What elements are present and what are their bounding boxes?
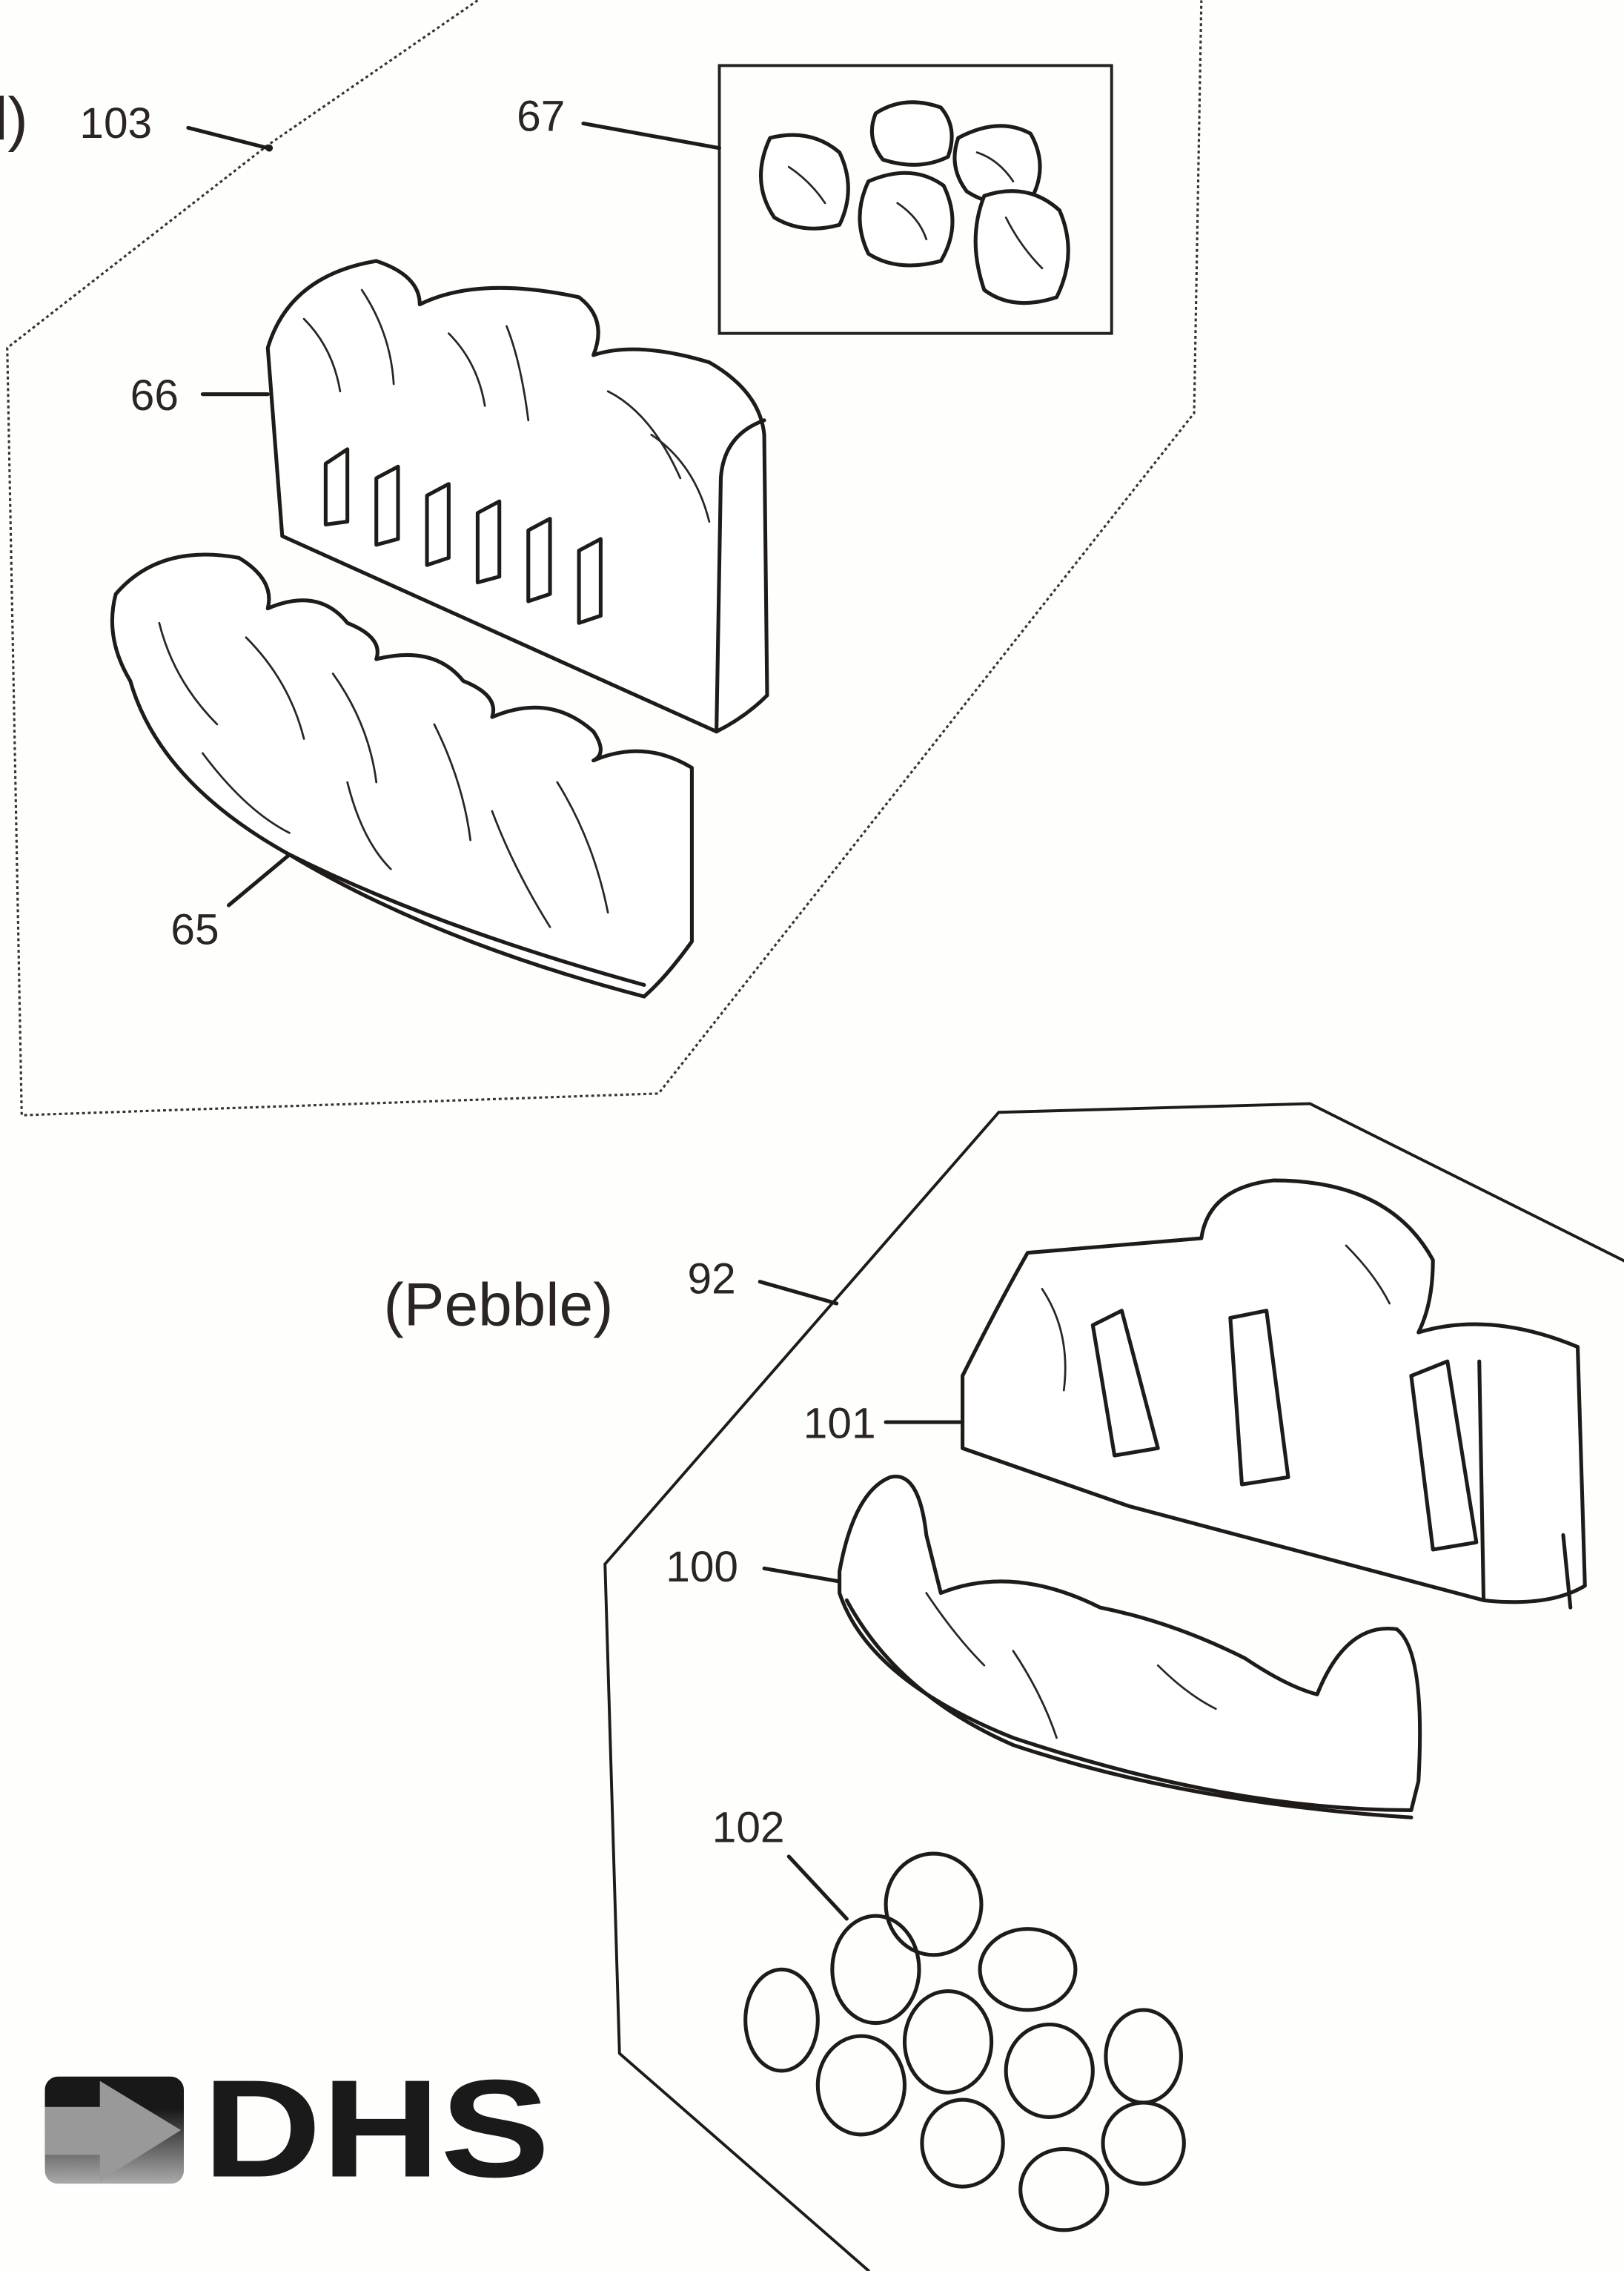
logo-text: DHS [202, 2051, 550, 2206]
leader-92 [758, 1280, 839, 1306]
label-67: 67 [517, 92, 565, 140]
pebbles-102 [743, 1851, 1186, 2232]
leader-67 [581, 121, 722, 151]
partial-caption: l) [0, 85, 28, 153]
dhs-logo: DHS [44, 2051, 550, 2206]
label-101: 101 [803, 1400, 876, 1448]
label-100: 100 [666, 1543, 738, 1591]
lower-model-100 [838, 1474, 1422, 1819]
rocks-67 [758, 100, 1070, 305]
label-66: 66 [130, 371, 179, 420]
label-65: 65 [170, 906, 219, 954]
inset-box-67 [717, 64, 1113, 335]
leader-103 [186, 125, 270, 151]
label-102: 102 [712, 1803, 785, 1851]
upper-model-66 [265, 259, 769, 734]
lower-model-65 [110, 552, 694, 999]
panel-92-outline [603, 1102, 1624, 2271]
leader-dot [265, 144, 274, 152]
leader-100 [762, 1566, 842, 1584]
arrow-right-icon [44, 2080, 182, 2181]
leader-102 [786, 1854, 849, 1921]
leader-65 [226, 853, 292, 908]
label-92: 92 [688, 1254, 736, 1303]
upper-model-101 [961, 1178, 1587, 1610]
label-103: 103 [79, 99, 152, 148]
caption-pebble: (Pebble) [383, 1271, 613, 1338]
